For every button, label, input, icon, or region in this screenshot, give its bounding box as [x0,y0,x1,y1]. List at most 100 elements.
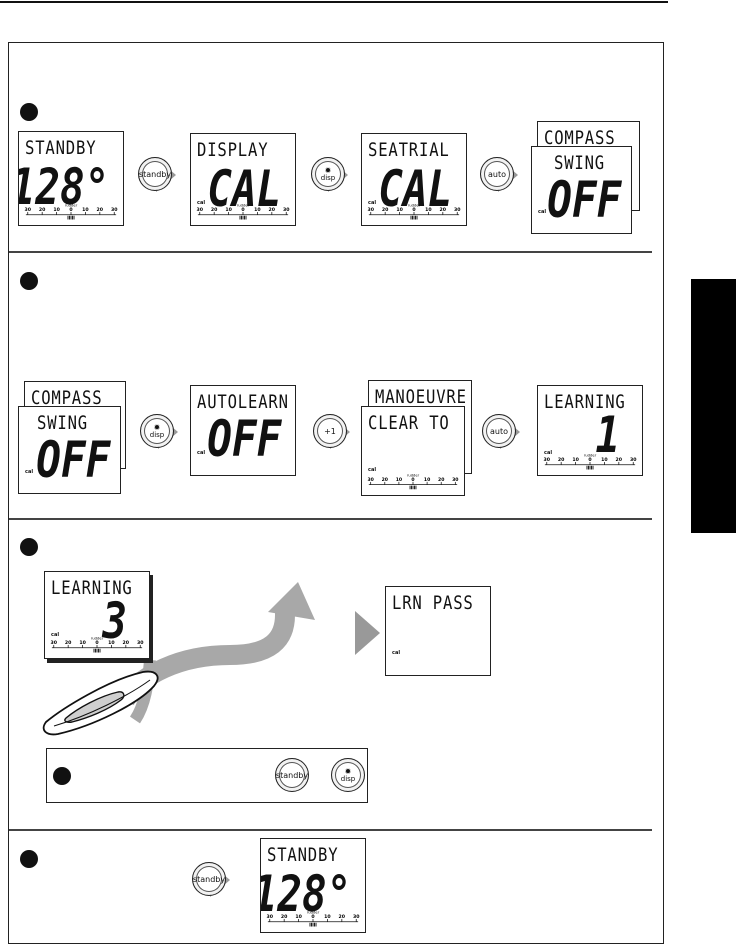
rudder-tick-label: 30 [196,207,203,213]
chapter-tab [691,279,736,533]
rudder-tick-label: 10 [53,207,60,213]
lcd-mode-text: MANOEUVRE [375,386,467,408]
disp-button[interactable]: ✹disp [311,157,345,191]
sun-icon: ✹ [153,422,161,432]
rudder-tick-label: 30 [353,914,360,920]
rudder-tick-label: 10 [295,914,302,920]
rudder-tick-label: 0 [412,207,416,213]
rudder-label: rudder [407,473,420,477]
step-4-panel [46,748,368,803]
lcd-value: 128° [260,865,351,923]
rudder-tick-label: 0 [69,207,73,213]
lcd-mode-text: SEATRIAL [368,139,450,161]
rudder-tick-label: 20 [339,914,346,920]
rudder-tick-label: 20 [558,457,565,463]
lcd-mode-text: SWING [37,412,89,434]
standby-button[interactable]: standby [138,157,172,191]
rudder-label: rudder [408,203,421,207]
rudder-tick-label: 10 [424,477,430,483]
standby-button[interactable]: standby [192,862,226,896]
lcd-value: OFF [546,171,621,229]
rudder-tick-label: 10 [601,457,608,463]
rudder-tick-label: 0 [241,207,245,213]
rudder-tick-label: 20 [382,207,389,213]
arrow-right [355,611,380,655]
rudder-tick-label: 20 [211,207,218,213]
lcd-lrn-pass: LRN PASS cal [385,586,491,676]
cal-indicator: cal [25,469,34,475]
rudder-tick-label: 30 [266,914,273,920]
rudder-tick-label: 30 [50,640,57,646]
rudder-tick-label: 0 [95,640,99,646]
rudder-tick-label: 20 [440,207,447,213]
auto-button[interactable]: auto [482,414,516,448]
rudder-tick-label: 20 [382,477,388,483]
rudder-tick-label: 20 [97,207,104,213]
lcd-value: OFF [35,431,110,489]
rudder-tick-label: 30 [454,207,461,213]
lcd-mode-text: SWING [554,152,606,174]
rudder-tick-label: 10 [396,207,403,213]
rudder-tick-label: 30 [543,457,550,463]
rudder-tick-label: 30 [283,207,290,213]
sun-icon: ✹ [324,165,332,175]
cal-indicator: cal [197,450,206,456]
step-marker-4 [53,767,71,785]
rudder-tick-label: 20 [281,914,288,920]
rudder-label: rudder [237,203,250,207]
rudder-tick-label: 30 [367,207,374,213]
rudder-tick-label: 10 [108,640,115,646]
step-marker-5 [20,850,38,868]
rudder-tick-label: 30 [137,640,144,646]
cal-indicator: cal [538,209,547,215]
rudder-tick-label: 20 [39,207,46,213]
step-marker-3 [20,538,38,556]
rudder-tick-label: 20 [616,457,623,463]
step-marker-2 [20,272,38,290]
rudder-tick-label: 0 [588,457,592,463]
rudder-scale: rudder 30 20 10 0 10 20 30 [367,201,461,221]
disp-button[interactable]: ✹disp [140,414,174,448]
lcd-mode-text: LEARNING [544,391,626,413]
lcd-value: 1 [595,406,620,464]
rudder-label: rudder [91,636,104,640]
rudder-tick-label: 30 [630,457,637,463]
rudder-tick-label: 20 [269,207,276,213]
disp-button[interactable]: ✹disp [331,758,365,792]
rudder-tick-label: 10 [425,207,432,213]
rudder-tick-label: 10 [225,207,232,213]
procedure-frame [8,42,664,944]
rudder-tick-label: 30 [111,207,118,213]
rudder-tick-label: 30 [24,207,31,213]
lcd-mode-text: STANDBY [25,137,97,159]
plus1-button[interactable]: +1 [313,414,347,448]
lcd-compass-swing: SWING cal OFF [531,146,632,234]
lcd-mode-text: CLEAR TO [368,412,450,434]
rudder-tick-label: 0 [311,914,315,920]
lcd-mode-text: LEARNING [51,577,133,599]
rudder-tick-label: 30 [367,477,373,483]
rudder-tick-label: 10 [324,914,331,920]
lcd-autolearn: AUTOLEARN cal OFF [190,385,296,476]
section-divider [9,518,652,520]
cal-indicator: cal [544,450,553,456]
lcd-compass-swing: SWING cal OFF [18,406,121,494]
rudder-tick-label: 0 [411,477,414,483]
cal-indicator: cal [368,200,377,206]
auto-button[interactable]: auto [480,157,514,191]
header-rule [0,1,668,3]
lcd-mode-text: LRN PASS [392,592,474,614]
step-marker-1 [20,103,38,121]
standby-button[interactable]: standby [275,758,309,792]
